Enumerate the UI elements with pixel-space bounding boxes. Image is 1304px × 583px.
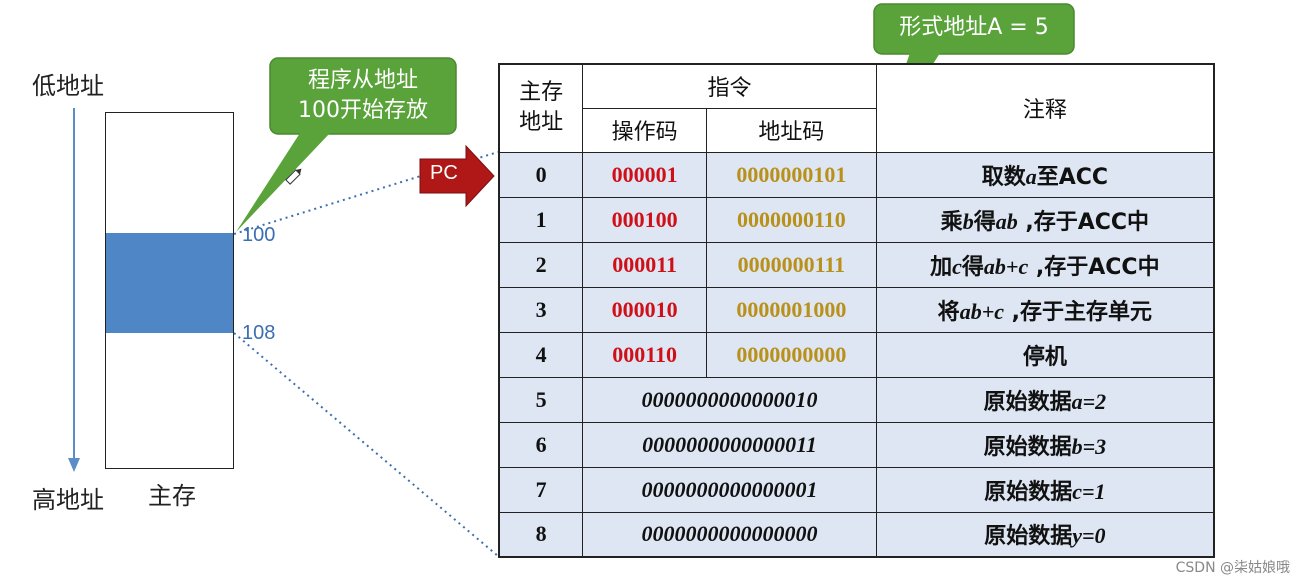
address-cell: 7: [498, 466, 584, 513]
note-text-mid: 得: [961, 254, 984, 280]
note-text-mid: 得: [973, 209, 996, 235]
note-text-post: ,存于ACC中: [1017, 209, 1150, 235]
note-cell: 原始数据b=3: [875, 421, 1215, 468]
header-address-code: 地址码: [705, 107, 877, 153]
note-cell: 原始数据a=2: [875, 376, 1215, 423]
address-code-cell: 0000000000: [705, 331, 877, 378]
program-callout-box: [269, 57, 457, 135]
note-text: 原始数据: [984, 479, 1073, 505]
address-code-cell: 0000001000: [705, 286, 877, 333]
note-cell: 取数a至ACC: [875, 151, 1215, 198]
header-opcode: 操作码: [582, 107, 707, 153]
address-cell: 4: [498, 331, 584, 378]
note-variable: y=0: [1072, 523, 1106, 549]
address-cell: 6: [498, 421, 584, 468]
address-cell: 2: [498, 241, 584, 288]
address-cell: 8: [498, 511, 584, 558]
arrow-head-icon: [68, 458, 80, 472]
opcode-cell: 000010: [582, 286, 707, 333]
note-variable: b=3: [1071, 433, 1107, 459]
program-callout-line2: 100开始存放: [298, 98, 428, 123]
address-cell: 0: [498, 151, 584, 198]
watermark: CSDN @柒姑娘哦: [1175, 560, 1290, 576]
connector-bottom: [233, 332, 499, 557]
data-value-cell: 0000000000000000: [582, 511, 877, 558]
opcode-cell: 000100: [582, 196, 707, 243]
note-variable: b: [962, 208, 974, 234]
address-cell: 1: [498, 196, 584, 243]
note-variable: a: [1025, 163, 1037, 189]
address-code-cell: 0000000101: [705, 151, 877, 198]
pencil-cursor-icon: [285, 168, 302, 185]
formal-address-callout-text: 形式地址A = 5: [899, 15, 1049, 40]
note-text-post: ,存于主存单元: [1004, 299, 1153, 325]
note-text-post: 至ACC: [1036, 164, 1109, 190]
data-value-cell: 0000000000000010: [582, 376, 877, 423]
note-text: 原始数据: [983, 389, 1072, 415]
opcode-cell: 000110: [582, 331, 707, 378]
program-callout-line1: 程序从地址: [307, 68, 418, 93]
note-variable-2: ab+c: [983, 253, 1029, 279]
pc-arrow-icon: [419, 144, 495, 208]
note-text: 乘: [940, 209, 963, 235]
opcode-cell: 000001: [582, 151, 707, 198]
note-text: 加: [930, 254, 953, 280]
note-text: 停机: [1022, 344, 1067, 370]
connector-top: [233, 151, 499, 235]
opcode-cell: 000011: [582, 241, 707, 288]
note-variable: c=1: [1072, 478, 1106, 504]
address-cell: 3: [498, 286, 584, 333]
note-cell: 原始数据c=1: [875, 466, 1215, 513]
note-text: 原始数据: [984, 524, 1073, 550]
header-address-line1: 主存: [519, 80, 564, 106]
data-value-cell: 0000000000000001: [582, 466, 877, 513]
header-note: 注释: [875, 63, 1215, 153]
pc-label: PC: [430, 162, 458, 184]
header-main-address: 主存 地址: [498, 63, 584, 153]
address-code-cell: 0000000110: [705, 196, 877, 243]
note-cell: 原始数据y=0: [875, 511, 1215, 558]
note-variable-2: ab: [995, 208, 1018, 234]
header-address-line2: 地址: [519, 110, 564, 136]
note-text: 原始数据: [983, 434, 1072, 460]
note-variable: a=2: [1071, 388, 1107, 414]
note-variable: c: [952, 253, 962, 279]
program-memory-block: [106, 233, 233, 333]
note-text: 取数: [981, 164, 1026, 190]
note-text: 将: [937, 299, 960, 325]
end-address-label: 108: [242, 322, 276, 344]
note-cell: 将ab+c ,存于主存单元: [875, 286, 1215, 333]
note-variable: ab+c: [959, 298, 1004, 324]
start-address-label: 100: [242, 224, 276, 246]
note-cell: 乘b得ab ,存于ACC中: [875, 196, 1215, 243]
note-text-post: ,存于ACC中: [1028, 254, 1160, 280]
data-value-cell: 0000000000000011: [582, 421, 877, 468]
note-cell: 加c得ab+c ,存于ACC中: [875, 241, 1215, 288]
header-instruction: 指令: [582, 63, 877, 109]
address-cell: 5: [498, 376, 584, 423]
program-callout-text: 程序从地址 100开始存放: [270, 66, 456, 126]
high-address-label: 高地址: [32, 486, 104, 514]
memory-caption: 主存: [148, 482, 196, 510]
address-code-cell: 0000000111: [705, 241, 877, 288]
low-address-label: 低地址: [32, 72, 104, 100]
program-callout-pointer: [236, 133, 330, 232]
formal-address-callout-box: [873, 3, 1075, 55]
note-cell: 停机: [875, 331, 1215, 378]
